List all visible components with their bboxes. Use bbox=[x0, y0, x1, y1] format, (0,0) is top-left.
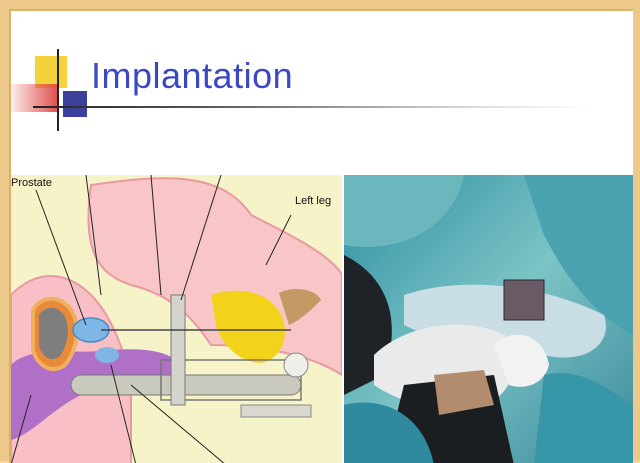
logo-blue-square bbox=[63, 91, 87, 117]
anatomy-illustration bbox=[11, 175, 342, 463]
label-left-leg: Left leg bbox=[295, 195, 331, 207]
slide: Implantation bbox=[9, 9, 633, 463]
anatomy-diagram: Prostate Left leg bbox=[11, 175, 342, 463]
surgical-photo-image bbox=[344, 175, 633, 463]
surgical-photo bbox=[344, 175, 633, 463]
title-underline bbox=[33, 106, 593, 108]
logo-vertical-line bbox=[57, 49, 59, 131]
label-prostate: Prostate bbox=[11, 177, 52, 189]
slide-title: Implantation bbox=[91, 55, 293, 97]
